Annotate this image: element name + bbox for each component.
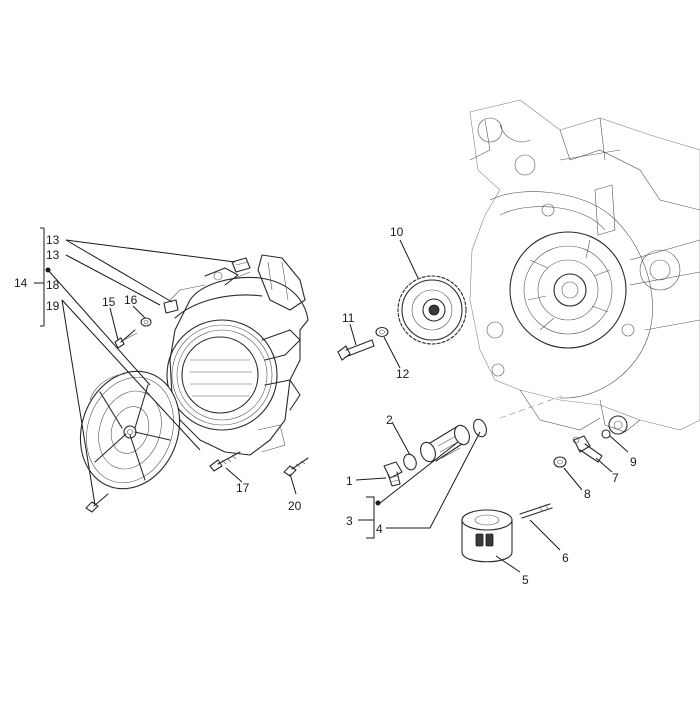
callout-12: 12 — [396, 367, 410, 381]
callout-10: 10 — [390, 225, 404, 239]
washer-12 — [375, 326, 389, 338]
callout-19: 19 — [46, 299, 60, 313]
callout-9: 9 — [630, 455, 637, 469]
sensor-7 — [572, 435, 603, 463]
callout-20: 20 — [288, 499, 302, 513]
callout-5: 5 — [522, 573, 529, 587]
washer-9 — [601, 429, 611, 439]
callout-18: 18 — [46, 278, 60, 292]
callout-labels: 13 13 14 18 19 15 16 10 11 12 2 1 3 4 5 … — [14, 225, 637, 587]
oil-filter-5 — [461, 509, 513, 563]
callout-8: 8 — [584, 487, 591, 501]
sprocket-10 — [397, 275, 467, 345]
spacer-13 — [163, 299, 179, 314]
callout-15: 15 — [102, 295, 116, 309]
engine-crankcase — [469, 99, 700, 435]
callout-14: 14 — [14, 276, 28, 290]
callout-1: 1 — [346, 474, 353, 488]
callout-13b: 13 — [46, 248, 60, 262]
callout-2: 2 — [386, 413, 393, 427]
screw-20 — [283, 457, 309, 477]
callout-11: 11 — [342, 311, 355, 325]
callout-6: 6 — [562, 551, 569, 565]
callout-3: 3 — [346, 514, 353, 528]
bolt-11 — [337, 339, 375, 361]
drain-plug-1 — [383, 461, 403, 487]
washer-8 — [553, 456, 567, 468]
callout-4: 4 — [376, 522, 383, 536]
flywheel-cover-housing — [166, 254, 309, 456]
stud-6 — [519, 503, 553, 519]
callout-17: 17 — [236, 481, 250, 495]
callout-16: 16 — [124, 293, 138, 307]
screw-19 — [85, 493, 109, 513]
leader-lines — [34, 227, 629, 573]
washer-16 — [140, 317, 152, 327]
screw-17 — [209, 451, 241, 472]
callout-13a: 13 — [46, 233, 60, 247]
o-ring-2 — [403, 453, 417, 471]
bolt-13-top — [231, 257, 251, 273]
filter-screen-4 — [420, 418, 487, 463]
callout-7: 7 — [612, 471, 619, 485]
screw-15 — [114, 329, 138, 349]
